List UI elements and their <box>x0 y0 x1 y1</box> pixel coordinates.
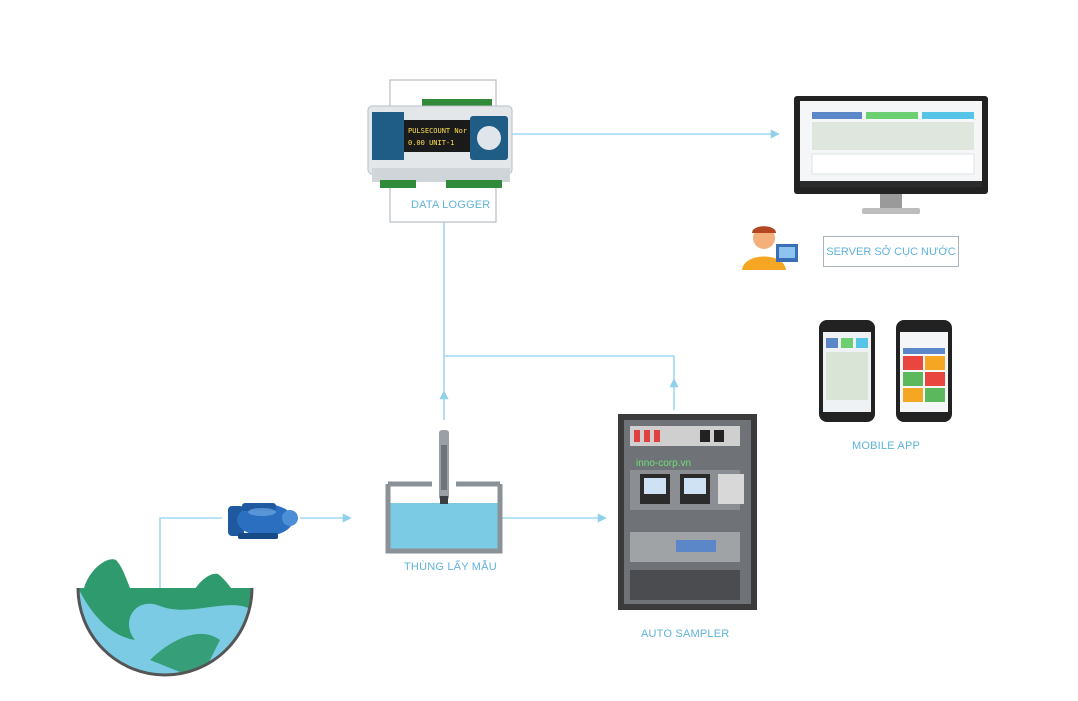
data-logger-device: PULSECOUNT Nor 0.00 UNIT-1 <box>367 79 513 223</box>
hill-right <box>192 573 236 594</box>
auto-sampler-cabinet: inno-corp.vn <box>618 414 757 610</box>
auto-sampler-label: AUTO SAMPLER <box>641 628 730 640</box>
mobile-phone-right-icon <box>896 320 952 422</box>
logger-lcd-line2: 0.00 UNIT-1 <box>408 139 454 147</box>
logger-lcd-line1: PULSECOUNT Nor <box>408 127 467 135</box>
pump-icon <box>228 503 298 539</box>
sampler-to-logger-line <box>444 355 675 380</box>
sensor-probe-icon <box>439 430 449 504</box>
river-source <box>76 559 254 677</box>
mobile-phone-left-icon <box>819 320 875 422</box>
cabinet-watermark: inno-corp.vn <box>636 458 691 469</box>
sample-tank <box>385 430 503 554</box>
mobile-app-label: MOBILE APP <box>852 440 921 452</box>
server-label-box: SERVER SỞ CỤC NƯỚC <box>823 236 959 267</box>
connectors <box>159 129 780 588</box>
server-label: SERVER SỞ CỤC NƯỚC <box>826 245 956 258</box>
data-logger-label: DATA LOGGER <box>411 199 491 211</box>
server-monitor-icon <box>794 96 988 214</box>
tank-label: THÙNG LẤY MẪU <box>404 561 497 573</box>
river-to-pump-line <box>159 517 222 588</box>
operator-user-icon <box>742 226 798 270</box>
hill-left <box>84 559 130 588</box>
